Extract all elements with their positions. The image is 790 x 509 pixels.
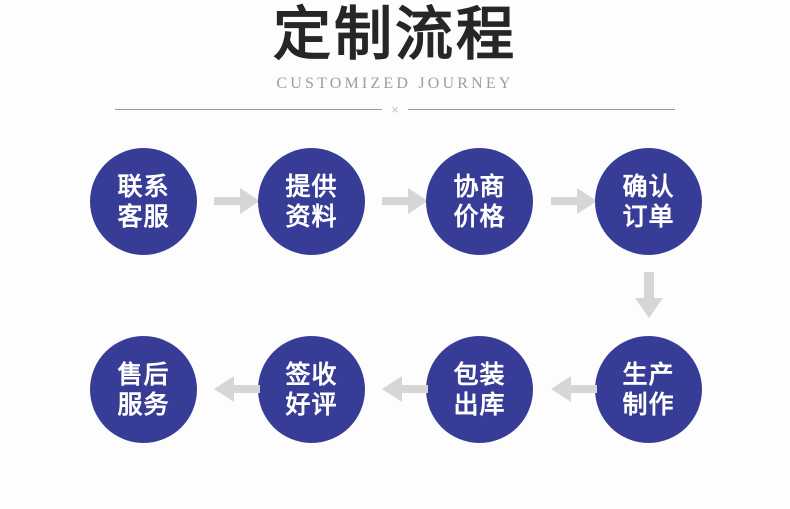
flow-step-8-line2: 服务 [117,390,170,419]
header: 定制流程 CUSTOMIZED JOURNEY [0,0,790,94]
flow-step-7-line1: 签收 [285,360,338,389]
page-subtitle: CUSTOMIZED JOURNEY [276,75,514,92]
flow-step-1-line2: 客服 [117,202,170,231]
flow-step-5-line2: 制作 [622,390,675,419]
flow-step-1[interactable]: 联系 客服 [90,148,197,255]
flow-step-5[interactable]: 生产 制作 [595,336,702,443]
arrow-left-icon-1 [551,372,597,406]
flow-step-2-line2: 资料 [285,202,338,231]
arrow-right-icon-3 [551,184,597,218]
flow-step-4-line1: 确认 [622,172,675,201]
flow-step-2[interactable]: 提供 资料 [258,148,365,255]
flow-step-8[interactable]: 售后 服务 [90,336,197,443]
arrow-right-icon-2 [382,184,428,218]
flow-step-6-line2: 出库 [453,390,506,419]
flow-step-8-line1: 售后 [117,360,170,389]
flow-step-4[interactable]: 确认 订单 [595,148,702,255]
divider-line-left [115,108,383,110]
flow-step-4-line2: 订单 [622,202,675,231]
flow-step-1-line1: 联系 [117,172,170,201]
page-title: 定制流程 [272,2,517,67]
flow-step-2-line1: 提供 [285,172,338,201]
divider-cross-icon: × [391,101,399,117]
flow-step-3[interactable]: 协商 价格 [426,148,533,255]
flow-step-3-line1: 协商 [453,172,506,201]
flow-step-7[interactable]: 签收 好评 [258,336,365,443]
arrow-down-icon [632,272,666,318]
divider-line-right [407,108,675,110]
flow-step-6[interactable]: 包装 出库 [426,336,533,443]
flow-step-5-line1: 生产 [622,360,675,389]
flow-step-7-line2: 好评 [285,390,338,419]
flow-step-3-line2: 价格 [453,202,506,231]
arrow-left-icon-2 [382,372,428,406]
flow-step-6-line1: 包装 [453,360,506,389]
arrow-left-icon-3 [214,372,260,406]
arrow-right-icon-1 [214,184,260,218]
header-divider: × [115,100,675,118]
